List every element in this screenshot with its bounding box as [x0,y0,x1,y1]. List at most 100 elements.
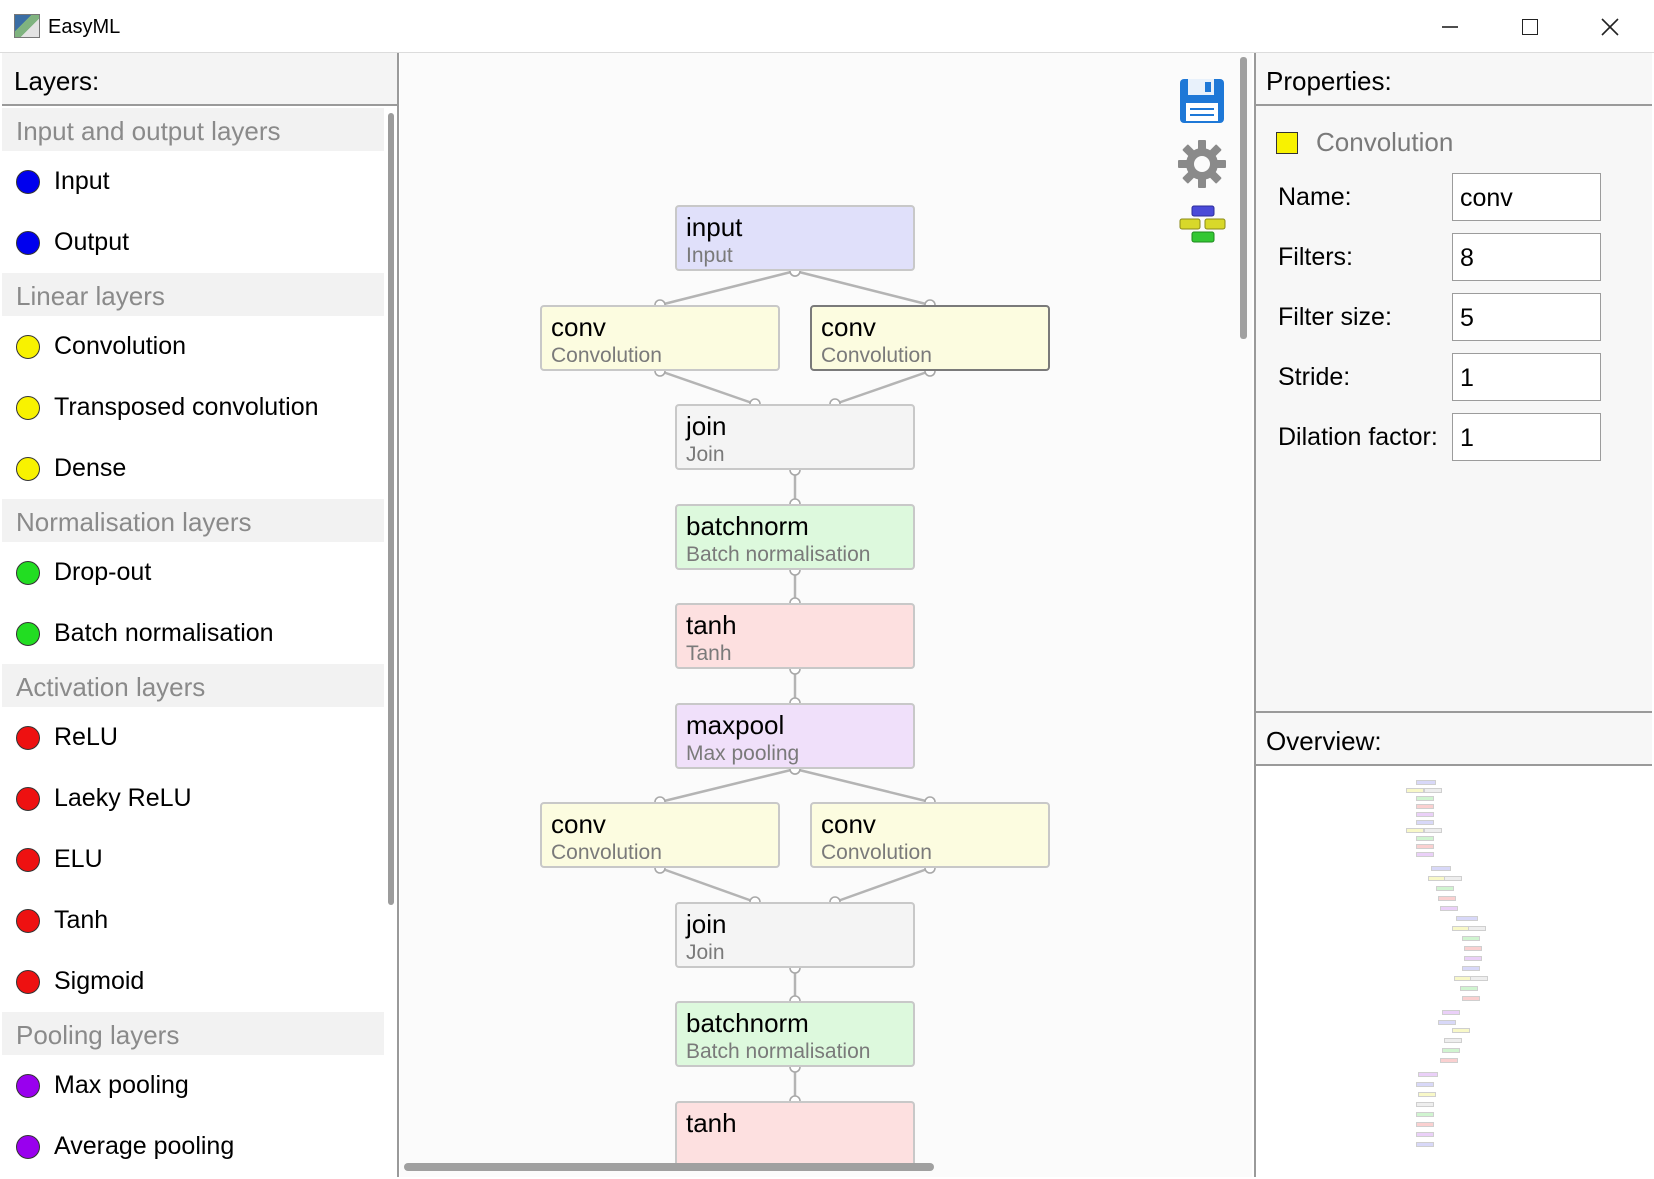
property-input[interactable]: 1 [1452,353,1601,401]
layer-item[interactable]: Laeky ReLU [2,768,384,829]
layer-item[interactable]: Average pooling [2,1116,384,1177]
layer-item[interactable]: Input [2,151,384,212]
layer-color-dot [16,725,40,750]
property-input[interactable]: 1 [1452,413,1601,461]
node-name: tanh [686,1108,737,1138]
overview-node-thumbnail [1424,788,1442,793]
connection-line [794,269,931,307]
overview-node-thumbnail [1462,936,1480,941]
layer-item[interactable]: Sigmoid [2,951,384,1012]
canvas-horizontal-scrollbar[interactable] [404,1163,934,1171]
overview-node-thumbnail [1416,836,1434,841]
overview-node-thumbnail [1416,796,1434,801]
maximize-button[interactable] [1490,0,1570,53]
close-button[interactable] [1570,0,1650,53]
layers-panel-title: Layers: [2,53,397,106]
layer-color-dot [16,786,40,811]
property-input[interactable]: conv [1452,173,1601,221]
layer-item-label: Convolution [54,332,187,360]
overview-node-thumbnail [1442,1048,1460,1053]
graph-node-tanh[interactable]: tanh [675,1101,915,1167]
node-type: Join [686,443,725,466]
property-label: Filters: [1278,243,1353,271]
canvas-vertical-scrollbar[interactable] [1240,57,1247,339]
overview-node-thumbnail [1460,986,1478,991]
layers-scrollbar[interactable] [388,113,394,905]
layer-item-label: Drop-out [54,558,152,586]
overview-minimap[interactable] [1256,766,1652,1177]
layer-color-dot [16,395,40,420]
node-type: Batch normalisation [686,543,871,566]
selected-layer-type: Convolution [1276,127,1453,158]
overview-node-thumbnail [1438,1020,1456,1025]
node-name: conv [551,312,606,342]
floppy-disk-icon[interactable] [1178,77,1226,125]
layer-item-label: Transposed convolution [54,393,319,421]
property-label: Filter size: [1278,303,1392,331]
node-name: conv [821,809,876,839]
layer-item[interactable]: ELU [2,829,384,890]
minimize-icon [1442,25,1458,28]
node-name: join [686,411,727,441]
overview-node-thumbnail [1416,852,1434,857]
layer-item[interactable]: Transposed convolution [2,377,384,438]
node-type: Batch normalisation [686,1040,871,1063]
node-type: Convolution [551,841,662,864]
layer-item-label: Sigmoid [54,967,145,995]
property-input[interactable]: 5 [1452,293,1601,341]
layer-item[interactable]: ReLU [2,707,384,768]
overview-node-thumbnail [1416,1132,1434,1137]
properties-title: Properties: [1256,53,1652,106]
overview-node-thumbnail [1444,1038,1462,1043]
title-bar: EasyML [0,0,1654,53]
connection-line [659,767,796,804]
property-input[interactable]: 8 [1452,233,1601,281]
overview-node-thumbnail [1436,886,1454,891]
overview-node-thumbnail [1470,976,1488,981]
layer-item-label: Average pooling [54,1132,235,1160]
layer-item-label: ELU [54,845,103,873]
overview-node-thumbnail [1440,906,1458,911]
overview-node-thumbnail [1416,844,1434,849]
overview-node-thumbnail [1464,946,1482,951]
layer-item[interactable]: Tanh [2,890,384,951]
overview-node-thumbnail [1416,804,1434,809]
node-name: batchnorm [686,511,809,541]
node-type: Convolution [821,344,932,367]
layer-color-dot [16,334,40,359]
node-name: tanh [686,610,737,640]
overview-node-thumbnail [1464,956,1482,961]
overview-node-thumbnail [1452,1028,1470,1033]
node-name: conv [821,312,876,342]
layer-color-dot [16,908,40,933]
layer-item[interactable]: Convolution [2,316,384,377]
overview-node-thumbnail [1431,866,1451,871]
layer-item[interactable]: Batch normalisation [2,603,384,664]
minimize-button[interactable] [1410,0,1490,53]
layer-item-label: ReLU [54,723,118,751]
layer-group-header: Linear layers [2,273,384,316]
layer-item[interactable]: Max pooling [2,1055,384,1116]
arrange-layers-icon[interactable] [1178,205,1228,245]
overview-node-thumbnail [1442,1010,1460,1015]
layer-item[interactable]: Dense [2,438,384,499]
layer-item-label: Output [54,228,130,256]
overview-node-thumbnail [1416,812,1434,817]
layer-item[interactable]: Output [2,212,384,273]
gear-icon[interactable] [1177,139,1227,189]
layer-color-dot [16,621,40,646]
layer-item[interactable]: Drop-out [2,542,384,603]
layer-color-dot [16,1134,40,1159]
